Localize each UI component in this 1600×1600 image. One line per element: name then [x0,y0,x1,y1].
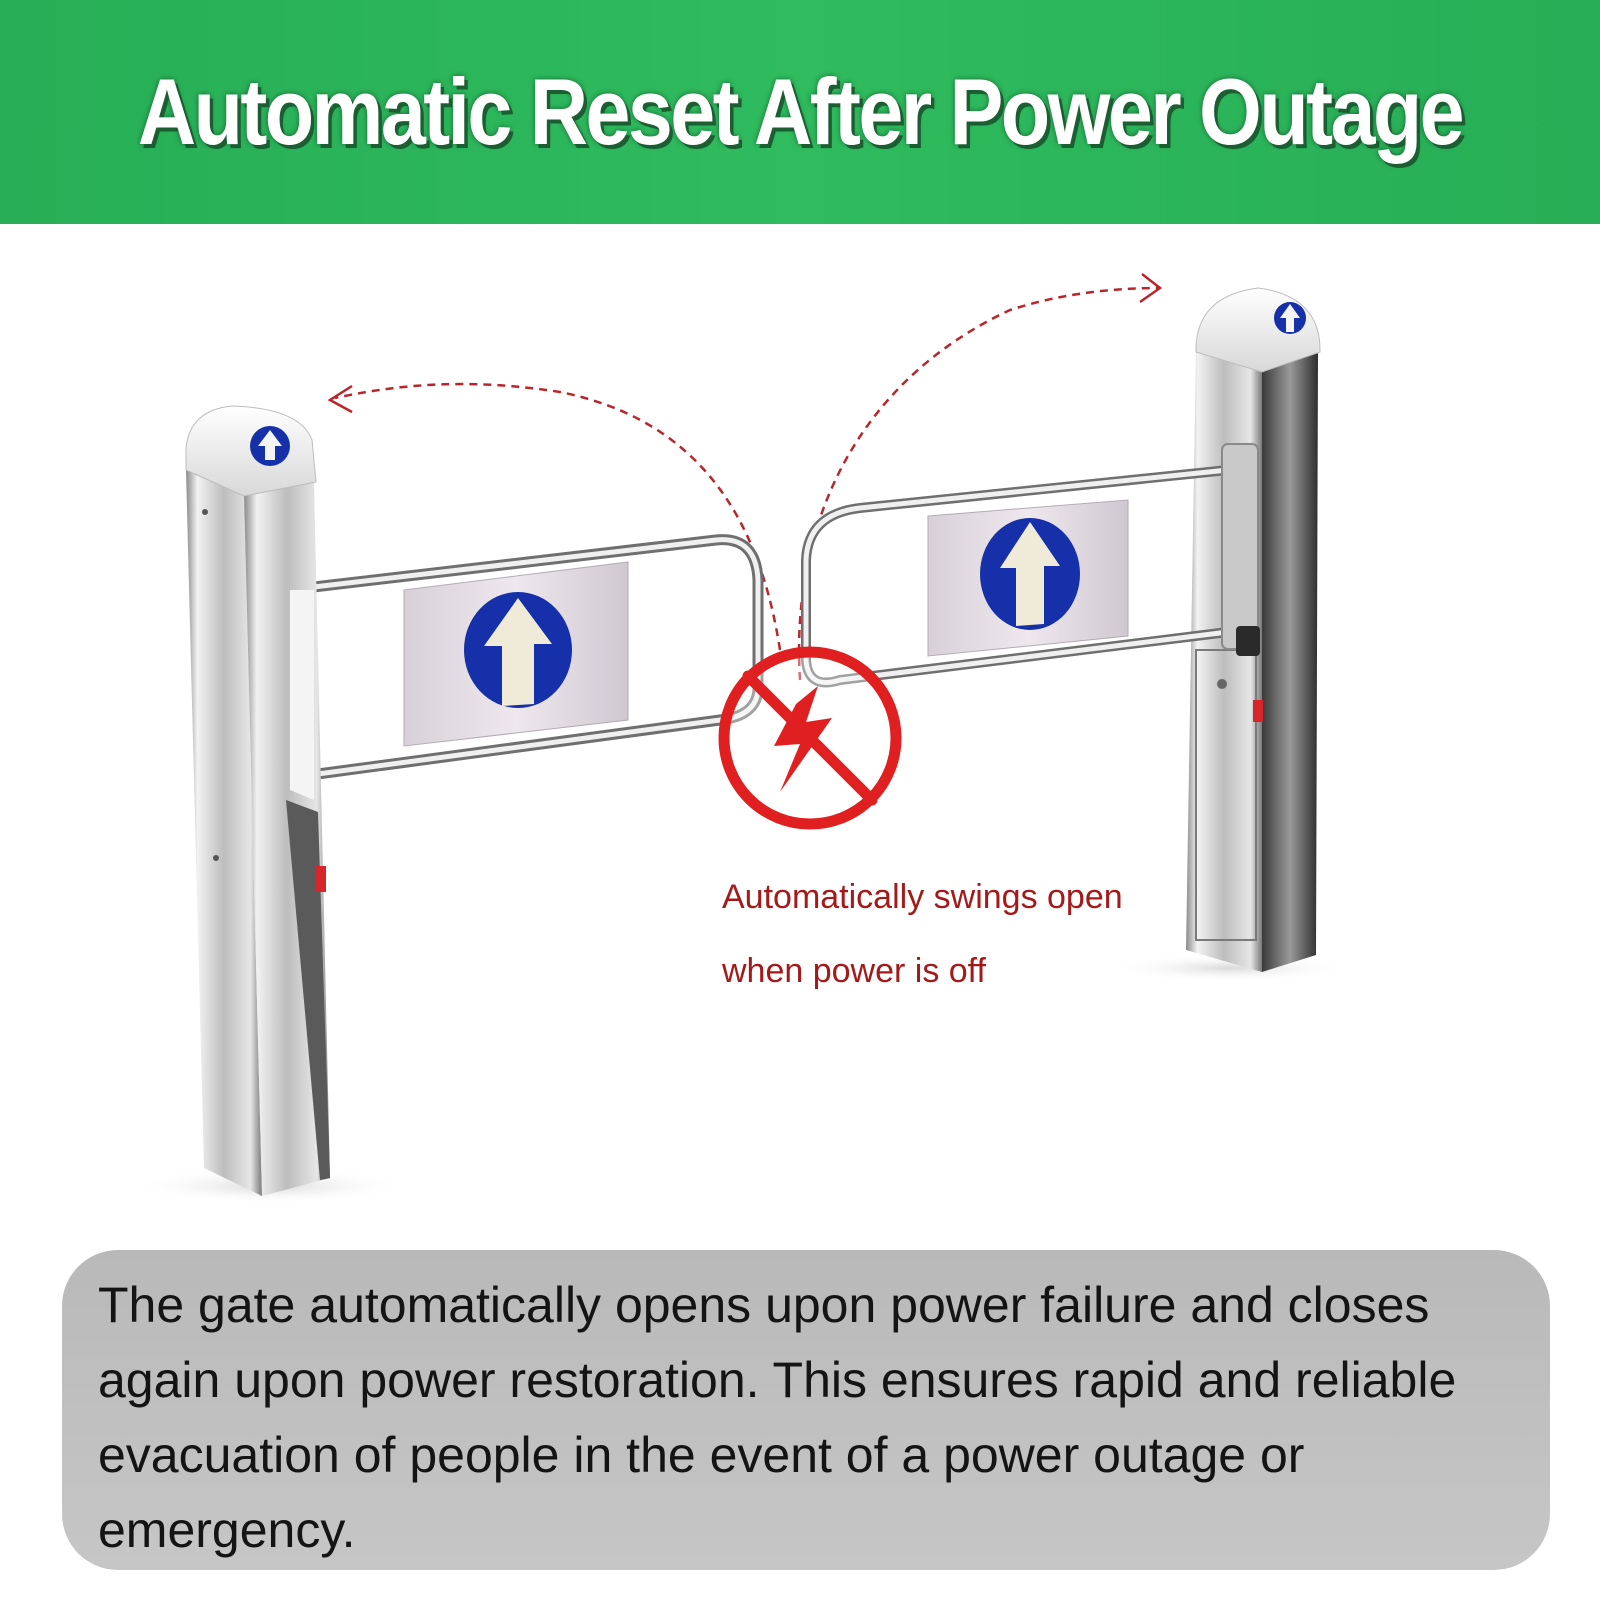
caption-line-2: when power is off [722,952,986,990]
swing-gate-illustration [130,273,1350,1204]
right-gate-panel [927,499,1129,657]
swing-arc-left [327,382,782,651]
right-gate-arm [801,443,1260,688]
up-arrow-icon [1274,302,1306,334]
description-text: The gate automatically opens upon power … [98,1277,1457,1558]
up-arrow-icon [980,518,1080,630]
description-panel: The gate automatically opens upon power … [62,1250,1550,1570]
up-arrow-icon [250,426,290,466]
caption-line-1: Automatically swings open [722,878,1123,916]
page-title: Automatic Reset After Power Outage [137,59,1465,164]
up-arrow-icon [464,592,572,708]
left-gate-arm [282,534,764,784]
left-gate-panel [403,561,629,747]
no-power-prohibition-icon [718,646,902,830]
title-banner: Automatic Reset After Power Outage [0,0,1600,224]
left-post [185,405,330,1196]
